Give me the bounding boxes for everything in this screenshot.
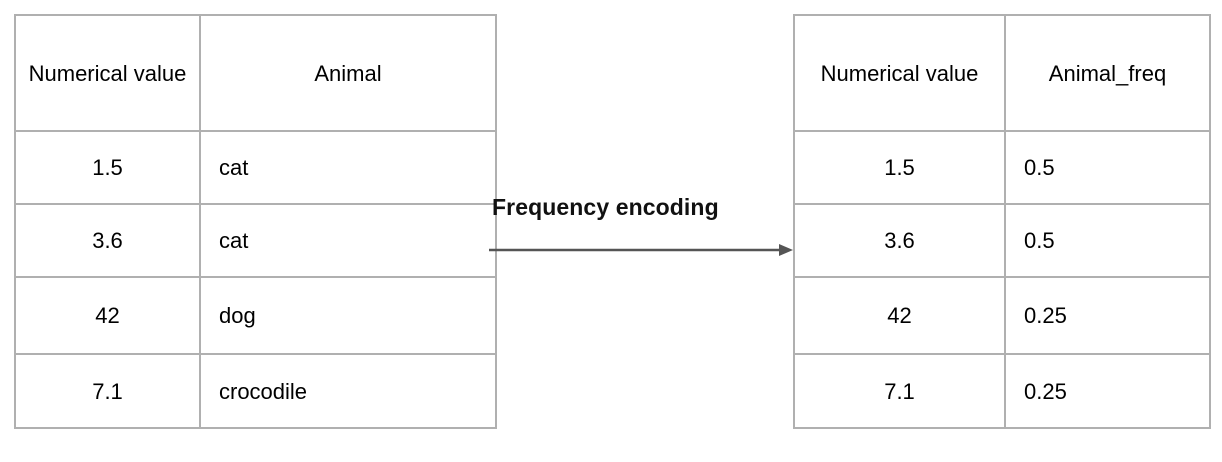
output-header-animal-freq: Animal_freq xyxy=(1004,14,1211,132)
table-row: 1.5 0.5 xyxy=(793,130,1211,205)
table-header-row: Numerical value Animal_freq xyxy=(793,14,1211,132)
output-cell-freq-4: 0.25 xyxy=(1004,353,1211,429)
output-cell-value-4: 7.1 xyxy=(793,353,1006,429)
table-row: 3.6 cat xyxy=(14,203,497,278)
input-header-animal: Animal xyxy=(199,14,497,132)
table-row: 3.6 0.5 xyxy=(793,203,1211,278)
input-cell-value-4: 7.1 xyxy=(14,353,201,429)
output-cell-freq-1: 0.5 xyxy=(1004,130,1211,205)
table-row: 42 0.25 xyxy=(793,276,1211,355)
input-cell-animal-1: cat xyxy=(199,130,497,205)
arrow-label: Frequency encoding xyxy=(492,194,719,220)
table-header-row: Numerical value Animal xyxy=(14,14,497,132)
output-cell-value-1: 1.5 xyxy=(793,130,1006,205)
output-header-numerical-value: Numerical value xyxy=(793,14,1006,132)
table-row: 42 dog xyxy=(14,276,497,355)
input-cell-value-1: 1.5 xyxy=(14,130,201,205)
table-row: 7.1 crocodile xyxy=(14,353,497,429)
output-table: Numerical value Animal_freq 1.5 0.5 3.6 … xyxy=(793,14,1211,429)
input-cell-animal-3: dog xyxy=(199,276,497,355)
input-header-numerical-value: Numerical value xyxy=(14,14,201,132)
input-cell-animal-2: cat xyxy=(199,203,497,278)
output-cell-value-2: 3.6 xyxy=(793,203,1006,278)
input-table: Numerical value Animal 1.5 cat 3.6 cat 4… xyxy=(14,14,497,429)
input-cell-value-3: 42 xyxy=(14,276,201,355)
input-cell-value-2: 3.6 xyxy=(14,203,201,278)
arrow-right-icon xyxy=(489,244,793,256)
output-cell-value-3: 42 xyxy=(793,276,1006,355)
table-row: 1.5 cat xyxy=(14,130,497,205)
input-cell-animal-4: crocodile xyxy=(199,353,497,429)
output-cell-freq-2: 0.5 xyxy=(1004,203,1211,278)
output-cell-freq-3: 0.25 xyxy=(1004,276,1211,355)
table-row: 7.1 0.25 xyxy=(793,353,1211,429)
